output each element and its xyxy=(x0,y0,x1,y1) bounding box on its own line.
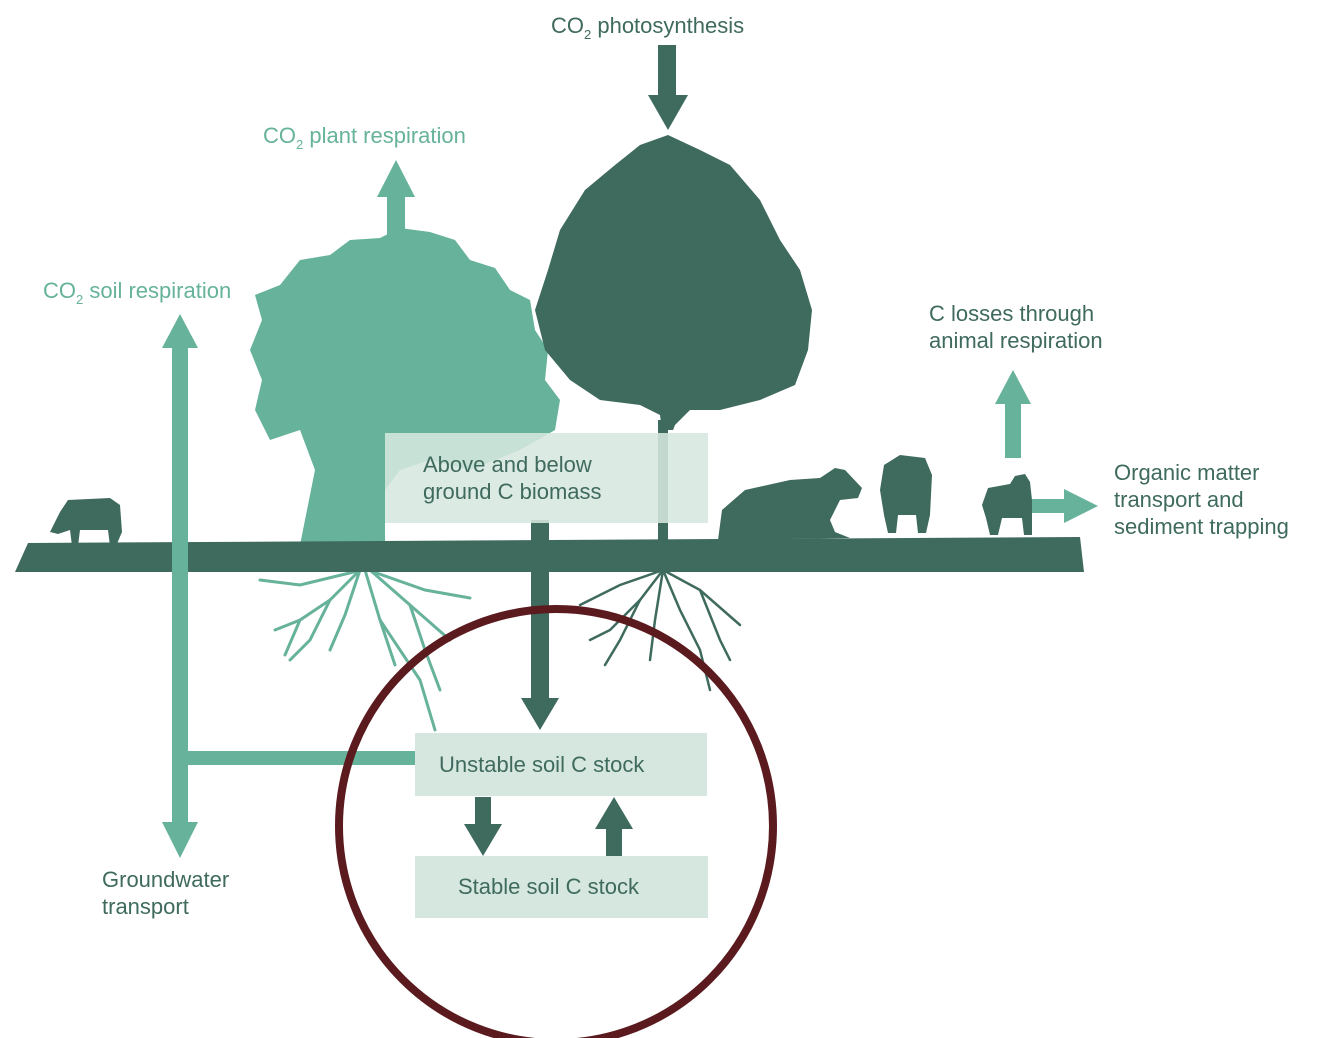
ground xyxy=(15,537,1084,572)
animal-respiration-label: C losses through animal respiration xyxy=(929,301,1103,353)
animal-respiration-arrow xyxy=(995,370,1031,458)
photosynthesis-label: CO2 photosynthesis xyxy=(551,13,745,42)
biomass-box: Above and below ground C biomass xyxy=(385,433,708,523)
unstable-soil-stock-label: Unstable soil C stock xyxy=(439,752,645,777)
lying-cow-icon xyxy=(718,468,862,540)
soil-respiration-arrow xyxy=(162,314,417,858)
unstable-soil-stock-box: Unstable soil C stock xyxy=(415,733,707,796)
plant-respiration-arrow xyxy=(377,160,415,237)
cow-icon xyxy=(50,498,122,546)
soil-respiration-label: CO2 soil respiration xyxy=(43,278,232,307)
calf-icon xyxy=(982,474,1032,535)
stable-to-unstable-arrow xyxy=(595,797,633,856)
groundwater-label: Groundwater transport xyxy=(102,867,230,919)
standing-cow-icon xyxy=(880,455,932,533)
biomass-box-text: Above and below ground C biomass xyxy=(423,452,602,504)
stable-soil-stock-label: Stable soil C stock xyxy=(458,874,639,899)
unstable-to-stable-arrow xyxy=(464,797,502,856)
stable-soil-stock-box: Stable soil C stock xyxy=(415,856,708,918)
organic-matter-label: Organic matter transport and sediment tr… xyxy=(1114,460,1289,539)
soil-stock-highlight-circle xyxy=(335,605,777,1038)
plant-respiration-label: CO2 plant respiration xyxy=(263,123,466,152)
organic-matter-arrow xyxy=(1032,489,1098,523)
photosynthesis-arrow xyxy=(648,45,688,130)
